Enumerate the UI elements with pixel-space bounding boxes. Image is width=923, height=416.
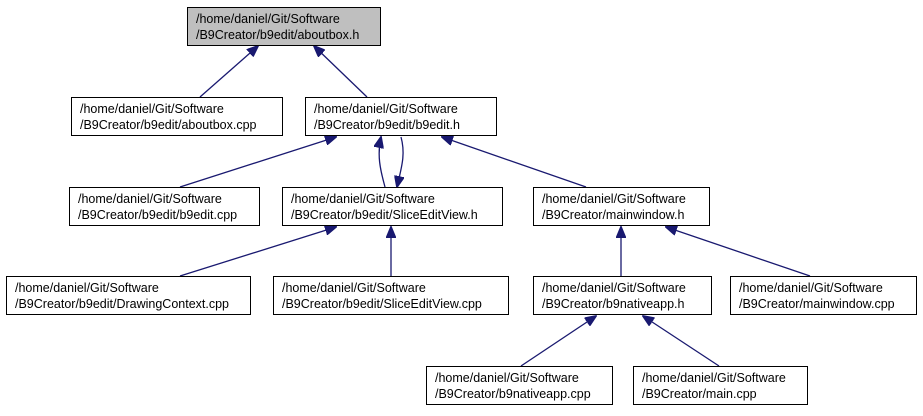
edge-drawingcontext_cpp-to-sliceeditview_h <box>179 227 336 277</box>
node-path-line-1: /home/daniel/Git/Software <box>542 281 686 295</box>
node-box <box>533 276 712 315</box>
node-b9nativeapp_cpp[interactable]: /home/daniel/Git/Software/B9Creator/b9na… <box>426 366 613 405</box>
node-box <box>305 97 497 136</box>
node-path-line-2: /B9Creator/b9nativeapp.h <box>542 297 685 311</box>
node-box <box>426 366 613 405</box>
nodes: /home/daniel/Git/Software/B9Creator/b9ed… <box>6 7 917 405</box>
node-path-line-1: /home/daniel/Git/Software <box>642 371 786 385</box>
node-b9edit_h[interactable]: /home/daniel/Git/Software/B9Creator/b9ed… <box>305 97 497 136</box>
node-path-line-2: /B9Creator/b9edit/aboutbox.h <box>196 28 359 42</box>
node-path-line-2: /B9Creator/b9edit/aboutbox.cpp <box>80 118 257 132</box>
node-path-line-1: /home/daniel/Git/Software <box>282 281 426 295</box>
edge-b9edit_h-to-sliceeditview_h <box>397 136 403 187</box>
node-path-line-1: /home/daniel/Git/Software <box>15 281 159 295</box>
node-path-line-2: /B9Creator/b9edit/b9edit.h <box>314 118 460 132</box>
node-path-line-2: /B9Creator/b9edit/b9edit.cpp <box>78 208 237 222</box>
node-path-line-2: /B9Creator/mainwindow.cpp <box>739 297 895 311</box>
node-path-line-1: /home/daniel/Git/Software <box>78 192 222 206</box>
node-b9nativeapp_h[interactable]: /home/daniel/Git/Software/B9Creator/b9na… <box>533 276 712 315</box>
node-box <box>533 187 710 226</box>
node-path-line-2: /B9Creator/b9edit/DrawingContext.cpp <box>15 297 229 311</box>
node-main_cpp[interactable]: /home/daniel/Git/Software/B9Creator/main… <box>633 366 808 405</box>
node-path-line-1: /home/daniel/Git/Software <box>739 281 883 295</box>
node-box <box>633 366 808 405</box>
edge-mainwindow_cpp-to-mainwindow_h <box>666 227 811 277</box>
edge-aboutbox_cpp-to-aboutbox_h <box>199 46 258 98</box>
node-path-line-1: /home/daniel/Git/Software <box>291 192 435 206</box>
node-mainwindow_h[interactable]: /home/daniel/Git/Software/B9Creator/main… <box>533 187 710 226</box>
edge-b9edit_cpp-to-b9edit_h <box>179 137 336 188</box>
node-b9edit_cpp[interactable]: /home/daniel/Git/Software/B9Creator/b9ed… <box>69 187 260 226</box>
node-aboutbox_h[interactable]: /home/daniel/Git/Software/B9Creator/b9ed… <box>187 7 381 46</box>
edge-b9nativeapp_cpp-to-b9nativeapp_h <box>520 316 596 367</box>
edge-sliceeditview_h-to-b9edit_h <box>379 137 386 188</box>
node-box <box>71 97 283 136</box>
node-box <box>69 187 260 226</box>
node-path-line-2: /B9Creator/b9edit/SliceEditView.cpp <box>282 297 482 311</box>
edges <box>179 46 811 367</box>
node-path-line-2: /B9Creator/mainwindow.h <box>542 208 684 222</box>
node-box <box>282 187 503 226</box>
node-box <box>187 7 381 46</box>
node-path-line-1: /home/daniel/Git/Software <box>435 371 579 385</box>
node-box <box>273 276 509 315</box>
edge-mainwindow_h-to-b9edit_h <box>442 137 587 188</box>
node-path-line-1: /home/daniel/Git/Software <box>80 102 224 116</box>
node-drawingcontext_cpp[interactable]: /home/daniel/Git/Software/B9Creator/b9ed… <box>6 276 251 315</box>
node-box <box>730 276 917 315</box>
node-aboutbox_cpp[interactable]: /home/daniel/Git/Software/B9Creator/b9ed… <box>71 97 283 136</box>
edge-main_cpp-to-b9nativeapp_h <box>643 316 720 367</box>
node-mainwindow_cpp[interactable]: /home/daniel/Git/Software/B9Creator/main… <box>730 276 917 315</box>
node-path-line-2: /B9Creator/main.cpp <box>642 387 757 401</box>
edge-b9edit_h-to-aboutbox_h <box>314 46 368 98</box>
node-path-line-1: /home/daniel/Git/Software <box>196 12 340 26</box>
node-box <box>6 276 251 315</box>
node-path-line-1: /home/daniel/Git/Software <box>542 192 686 206</box>
node-sliceeditview_cpp[interactable]: /home/daniel/Git/Software/B9Creator/b9ed… <box>273 276 509 315</box>
node-path-line-2: /B9Creator/b9nativeapp.cpp <box>435 387 591 401</box>
node-sliceeditview_h[interactable]: /home/daniel/Git/Software/B9Creator/b9ed… <box>282 187 503 226</box>
node-path-line-1: /home/daniel/Git/Software <box>314 102 458 116</box>
node-path-line-2: /B9Creator/b9edit/SliceEditView.h <box>291 208 478 222</box>
